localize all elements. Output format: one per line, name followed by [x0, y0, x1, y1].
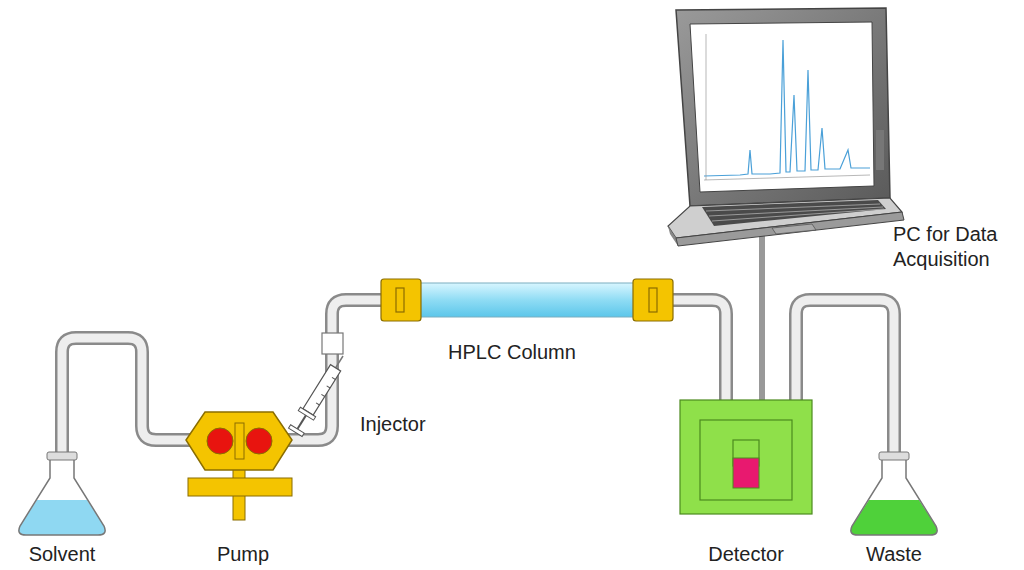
- detector-label: Detector: [708, 542, 784, 567]
- hplc-column: [381, 279, 673, 321]
- detector: [680, 400, 812, 514]
- pump: [186, 412, 292, 520]
- column-label: HPLC Column: [448, 340, 576, 365]
- pc-label: PC for Data Acquisition: [893, 222, 1013, 272]
- waste-label: Waste: [866, 542, 922, 567]
- solvent-flask: [19, 452, 105, 535]
- injector-label: Injector: [360, 412, 426, 437]
- injector: [288, 333, 351, 437]
- data-cable: [759, 232, 765, 404]
- pump-label: Pump: [217, 542, 269, 567]
- solvent-label: Solvent: [29, 542, 96, 567]
- waste-flask: [851, 452, 937, 535]
- laptop: [668, 8, 904, 246]
